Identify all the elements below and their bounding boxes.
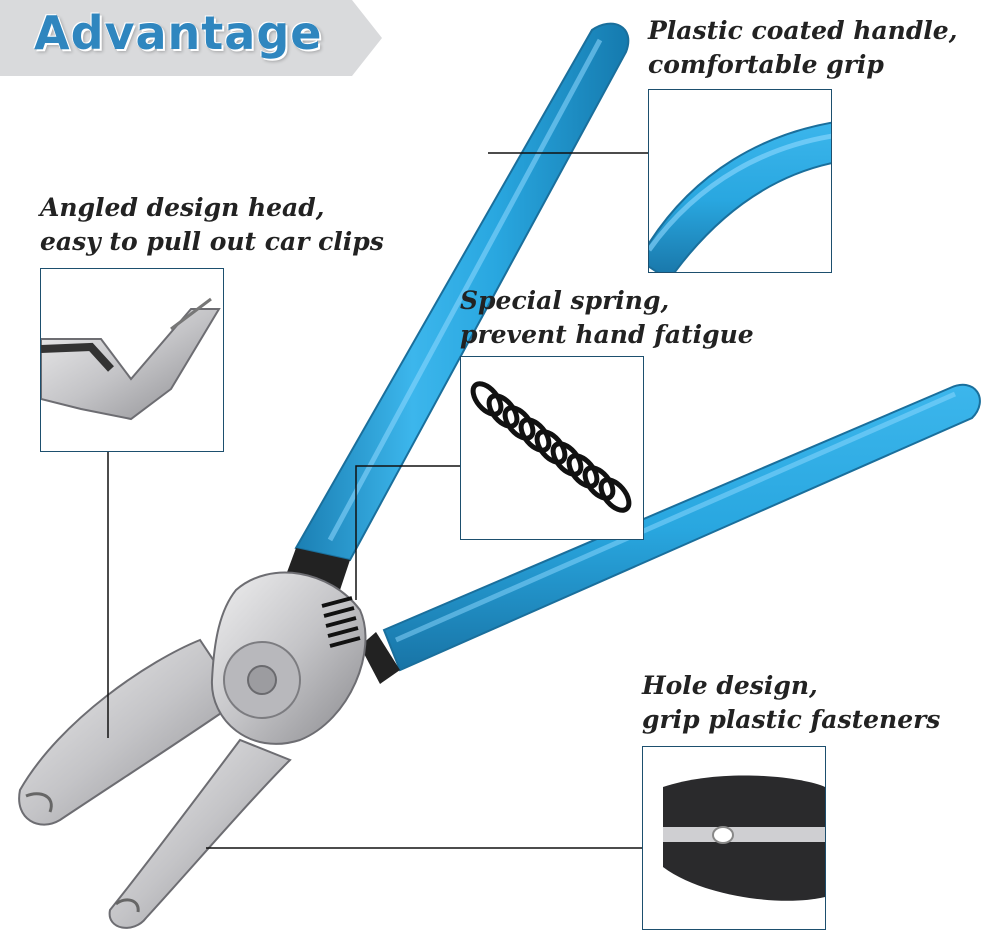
upper-collar bbox=[286, 548, 350, 590]
feature-caption-spring: Special spring, prevent hand fatigue bbox=[460, 284, 754, 352]
feature-caption-line: Angled design head, bbox=[40, 193, 325, 222]
feature-caption-handle: Plastic coated handle, comfortable grip bbox=[648, 14, 957, 82]
feature-caption-line: prevent hand fatigue bbox=[460, 320, 754, 349]
spring-icon bbox=[470, 381, 632, 513]
leader-line-spring bbox=[355, 465, 460, 600]
banner-arrow-shape bbox=[0, 0, 382, 76]
advantage-banner: Advantage bbox=[0, 0, 382, 76]
inset-angled-head-closeup bbox=[40, 268, 224, 452]
pivot-body bbox=[210, 571, 367, 745]
feature-caption-line: Special spring, bbox=[460, 286, 670, 315]
feature-caption-line: easy to pull out car clips bbox=[40, 227, 384, 256]
upper-handle bbox=[294, 22, 630, 562]
feature-caption-line: Hole design, bbox=[642, 671, 818, 700]
lower-collar bbox=[360, 632, 400, 684]
feature-caption-line: comfortable grip bbox=[648, 50, 884, 79]
feature-caption-hole: Hole design, grip plastic fasteners bbox=[642, 669, 940, 737]
inset-hole-closeup bbox=[642, 746, 826, 930]
leader-lines bbox=[107, 152, 648, 849]
feature-caption-angled-head: Angled design head, easy to pull out car… bbox=[40, 191, 384, 259]
pliers-jaws bbox=[18, 638, 292, 929]
inset-spring-closeup bbox=[460, 356, 644, 540]
feature-caption-line: grip plastic fasteners bbox=[642, 705, 941, 734]
feature-caption-line: Plastic coated handle, bbox=[648, 16, 958, 45]
pivot-spring bbox=[321, 596, 361, 648]
banner-title: Advantage bbox=[34, 6, 323, 60]
lower-handle bbox=[382, 383, 981, 672]
inset-handle-closeup bbox=[648, 89, 832, 273]
